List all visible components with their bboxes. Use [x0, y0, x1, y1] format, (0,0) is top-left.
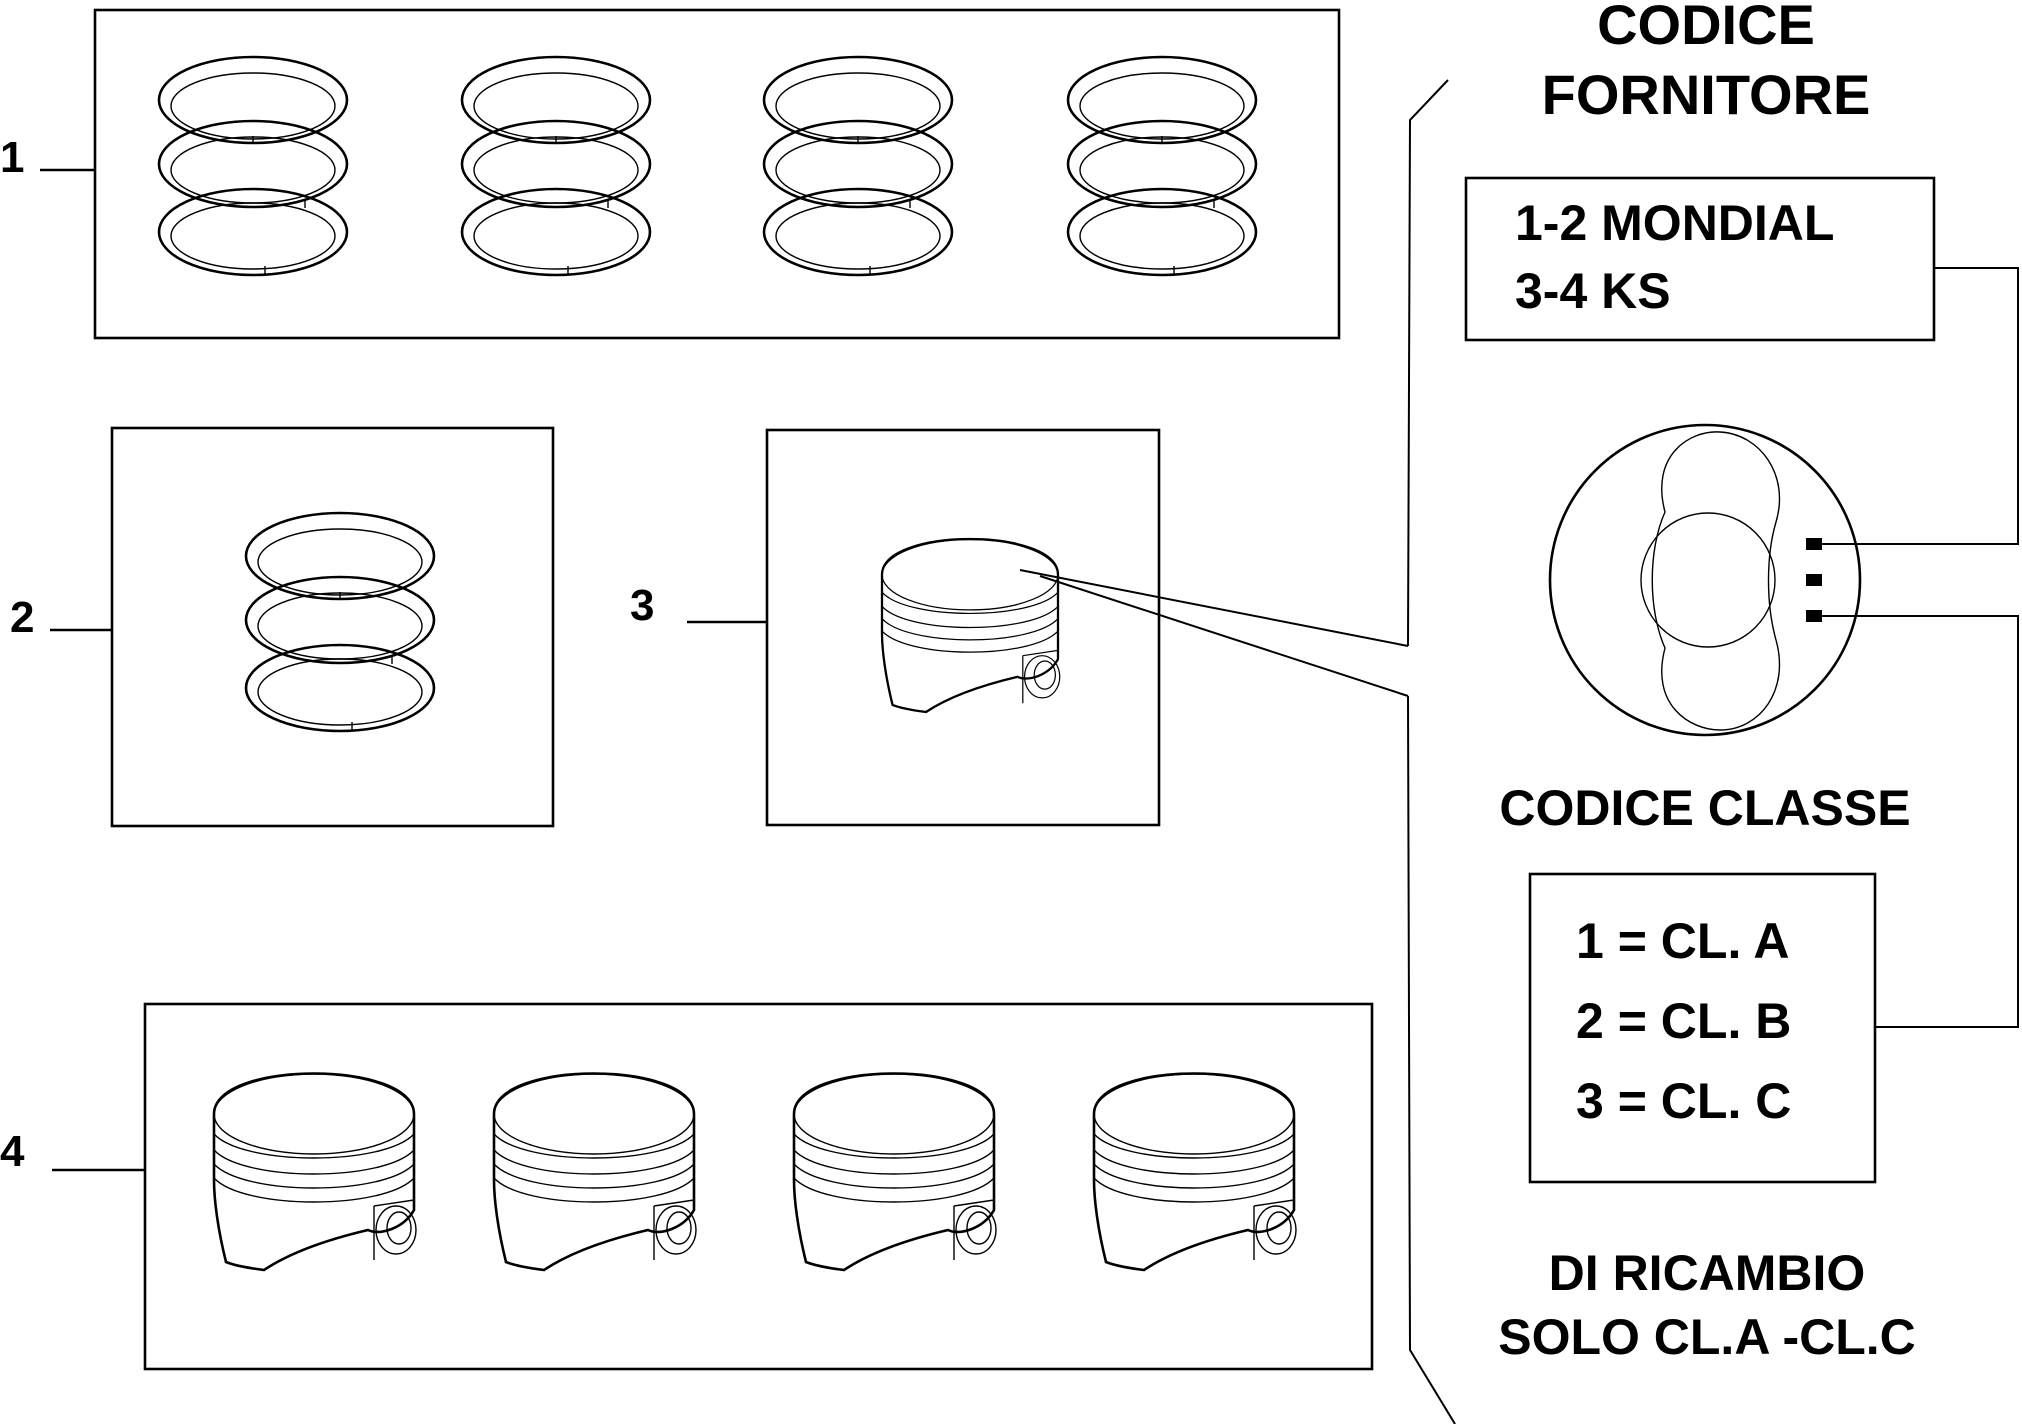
supplier-line-1: 1-2 MONDIAL: [1515, 195, 1834, 251]
class-row-1: 1 = CL. A: [1576, 913, 1789, 969]
callout-1: 1: [0, 133, 24, 182]
callout-2: 2: [10, 593, 34, 642]
class-box: [1528, 872, 1877, 1184]
class-code-title: CODICE CLASSE: [1499, 780, 1910, 836]
callout-4: 4: [0, 1127, 25, 1176]
connector-class: [1822, 615, 2019, 1028]
marking-2: [1806, 574, 1822, 586]
supplier-line-2: 3-4 KS: [1515, 263, 1671, 319]
bracket-upper: [1407, 79, 1449, 647]
callout-3: 3: [630, 581, 654, 630]
supplier-code-title-line1: CODICE: [1597, 0, 1815, 56]
supplier-box: [1464, 176, 1936, 342]
spare-note-line2: SOLO CL.A -CL.C: [1498, 1309, 1916, 1365]
ring-sets-box: [93, 8, 1341, 340]
class-row-2: 2 = CL. B: [1576, 993, 1791, 1049]
spare-note-line1: DI RICAMBIO: [1549, 1245, 1866, 1301]
crown-center-circle: [1640, 512, 1776, 648]
valve-pocket-outline: [1651, 431, 1781, 731]
bracket-lower: [1407, 695, 1456, 1424]
detail-leader-lower: [1039, 575, 1409, 697]
class-row-3: 3 = CL. C: [1576, 1073, 1791, 1129]
marking-1: [1806, 538, 1822, 550]
ring-set-single-box: [110, 426, 555, 828]
connector-supplier: [1822, 267, 2019, 545]
marking-3: [1806, 610, 1822, 622]
pistons-box: [143, 1002, 1374, 1371]
detail-leader-upper: [1019, 569, 1409, 647]
piston-crown-view: [1548, 423, 1862, 737]
supplier-code-title-line2: FORNITORE: [1542, 63, 1871, 126]
